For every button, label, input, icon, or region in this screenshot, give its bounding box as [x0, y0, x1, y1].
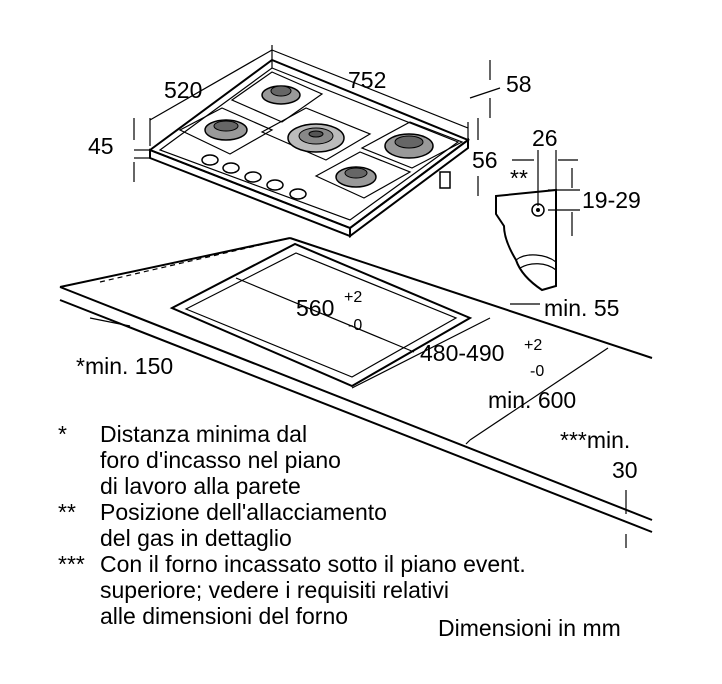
- dim-58: 58: [506, 71, 532, 97]
- dim-19-29: 19-29: [582, 187, 641, 213]
- footnote-2: ** Posizione dell'allacciamento del gas …: [58, 499, 526, 551]
- dim-45: 45: [88, 133, 114, 159]
- countertop: [59, 237, 653, 533]
- footnote-line: del gas in dettaglio: [100, 525, 292, 551]
- gas-connector-stub: [439, 171, 451, 189]
- dimension-lines-hob: [133, 45, 501, 196]
- dim-520: 520: [164, 77, 202, 103]
- footnote-text: Con il forno incassato sotto il piano ev…: [100, 551, 526, 629]
- burner-front-right: [335, 166, 377, 188]
- footnote-line: superiore; vedere i requisiti relativi: [100, 577, 449, 603]
- burner-rear-right: [384, 133, 434, 159]
- dim-560-tol-minus: -0: [348, 317, 362, 334]
- cutout: [169, 242, 473, 388]
- gas-detail-marker: **: [510, 165, 528, 191]
- dim-752: 752: [348, 67, 386, 93]
- dim-480-490-tol-minus: -0: [530, 363, 544, 380]
- footnote-line: foro d'incasso nel piano: [100, 447, 341, 473]
- control-knobs: [201, 154, 307, 200]
- dim-min-600: min. 600: [488, 387, 576, 413]
- footnote-mark: **: [58, 499, 76, 525]
- dimension-lines-cutout: [89, 277, 627, 548]
- footnote-line: alle dimensioni del forno: [100, 603, 349, 629]
- dim-56: 56: [472, 147, 498, 173]
- footnote-line: Con il forno incassato sotto il piano ev…: [100, 551, 526, 577]
- dim-min-55: min. 55: [544, 295, 619, 321]
- burner-wok-center: [287, 123, 345, 153]
- cooktop: [147, 58, 471, 238]
- dim-560: 560: [296, 295, 334, 321]
- footnotes: * Distanza minima dal foro d'incasso nel…: [58, 421, 526, 629]
- footnote-mark: ***: [58, 551, 85, 577]
- burner-rear-left: [261, 85, 301, 105]
- footnote-line: di lavoro alla parete: [100, 473, 301, 499]
- footnote-line: Posizione dell'allacciamento: [100, 499, 387, 525]
- burner-front-left: [204, 119, 248, 141]
- dim-480-490: 480-490: [420, 340, 504, 366]
- footnote-mark: *: [58, 421, 67, 447]
- footnote-1: * Distanza minima dal foro d'incasso nel…: [58, 421, 526, 499]
- gas-detail: [495, 150, 580, 292]
- dim-560-tol-plus: +2: [344, 289, 362, 306]
- dim-480-490-tol-plus: +2: [524, 337, 542, 354]
- footnote-text: Distanza minima dal foro d'incasso nel p…: [100, 421, 341, 499]
- dim-min-30-label: ***min.: [560, 427, 630, 453]
- footnote-text: Posizione dell'allacciamento del gas in …: [100, 499, 387, 551]
- dim-26: 26: [532, 125, 558, 151]
- units-label: Dimensioni in mm: [438, 615, 621, 641]
- footnote-line: Distanza minima dal: [100, 421, 308, 447]
- dim-min-150: *min. 150: [76, 353, 173, 379]
- footnote-3: *** Con il forno incassato sotto il pian…: [58, 551, 526, 629]
- dim-min-30-value: 30: [612, 457, 638, 483]
